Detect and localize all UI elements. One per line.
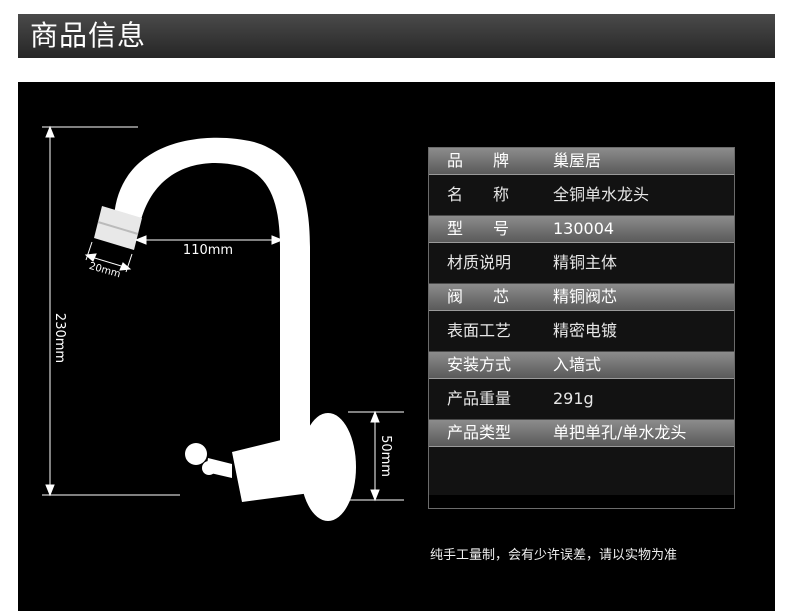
spec-row-empty — [429, 447, 734, 495]
spec-row-valve: 阀芯 精铜阀芯 — [429, 284, 734, 311]
spec-table: 品牌 巢屋居 名称 全铜单水龙头 型号 130004 材质说明 精铜主体 阀芯 … — [428, 147, 735, 509]
spec-value: 全铜单水龙头 — [553, 185, 650, 204]
spec-value: 单把单孔/单水龙头 — [553, 423, 687, 442]
section-header: 商品信息 — [18, 14, 775, 58]
spec-label: 阀芯 — [447, 287, 540, 306]
measurement-disclaimer: 纯手工量制，会有少许误差，请以实物为准 — [430, 548, 678, 563]
height-dimension — [42, 125, 180, 497]
base-dimension-label: 50mm — [378, 435, 393, 477]
spec-label: 品牌 — [447, 151, 540, 170]
spec-label: 安装方式 — [447, 355, 512, 374]
spec-value: 130004 — [553, 219, 615, 238]
faucet-diagram: 230mm 110mm 20mm 50mm — [42, 125, 404, 521]
spec-value: 精铜阀芯 — [553, 287, 618, 306]
base-dimension — [348, 410, 404, 502]
product-info-panel: 230mm 110mm 20mm 50mm 品牌 — [18, 82, 775, 611]
height-dimension-label: 230mm — [52, 313, 67, 363]
spec-row-material: 材质说明 精铜主体 — [429, 243, 734, 284]
spec-row-name: 名称 全铜单水龙头 — [429, 175, 734, 216]
spec-row-finish: 表面工艺 精密电镀 — [429, 311, 734, 352]
spec-value: 291g — [553, 389, 594, 408]
reach-dimension-label: 110mm — [183, 243, 233, 258]
spec-value: 精密电镀 — [553, 321, 618, 340]
spec-label: 型号 — [447, 219, 540, 238]
spec-value: 精铜主体 — [553, 253, 618, 272]
outlet-dimension-label: 20mm — [88, 261, 122, 280]
spec-label: 产品重量 — [447, 389, 512, 408]
section-title: 商品信息 — [30, 19, 147, 52]
spec-value: 巢屋居 — [553, 151, 602, 170]
spec-value: 入墙式 — [553, 355, 602, 374]
spec-label: 产品类型 — [447, 423, 512, 442]
spec-label: 材质说明 — [447, 253, 512, 272]
spec-label: 名称 — [447, 185, 540, 204]
spec-row-type: 产品类型 单把单孔/单水龙头 — [429, 420, 734, 447]
spec-row-brand: 品牌 巢屋居 — [429, 148, 734, 175]
reach-dimension — [134, 235, 284, 245]
outlet-dimension — [84, 241, 133, 273]
spec-label: 表面工艺 — [447, 321, 512, 340]
spec-row-installation: 安装方式 入墙式 — [429, 352, 734, 379]
faucet-image — [94, 137, 356, 521]
spec-row-weight: 产品重量 291g — [429, 379, 734, 420]
spec-row-model: 型号 130004 — [429, 216, 734, 243]
